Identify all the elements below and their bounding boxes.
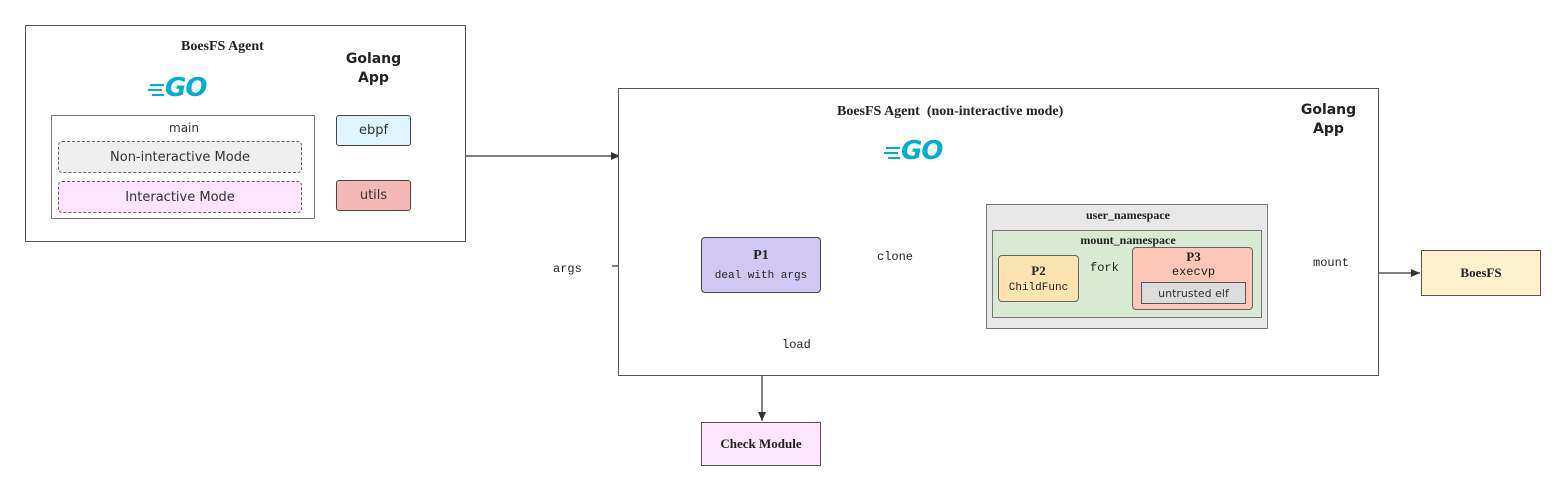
- p1-title: P1: [753, 248, 769, 263]
- left-golang-line2: App: [358, 70, 389, 86]
- p3-box[interactable]: P3 execvp untrusted elf: [1132, 247, 1253, 310]
- boesfs-box[interactable]: BoesFS: [1421, 250, 1541, 296]
- right-golang-line1: Golang: [1300, 102, 1357, 118]
- p3-title: P3: [1186, 249, 1201, 264]
- p2-title: P2: [1031, 263, 1046, 278]
- go-logo-icon: GO: [148, 73, 218, 103]
- edge-label-fork: fork: [1090, 261, 1119, 275]
- right-golang-label: Golang App: [1291, 101, 1366, 139]
- p1-subtitle: deal with args: [714, 270, 808, 282]
- check-module-box[interactable]: Check Module: [701, 422, 821, 466]
- ebpf-box[interactable]: ebpf: [336, 115, 411, 146]
- non-interactive-mode-box[interactable]: Non-interactive Mode: [58, 141, 302, 173]
- right-agent-title: BoesFS Agent (non-interactive mode): [837, 104, 1064, 119]
- p1-box[interactable]: P1 deal with args: [701, 237, 821, 293]
- main-label: main: [169, 121, 199, 135]
- edge-label-load: load: [782, 338, 811, 352]
- p3-subtitle: execvp: [1171, 265, 1216, 279]
- main-box: main Non-interactive Mode Interactive Mo…: [51, 115, 315, 219]
- left-golang-line1: Golang: [345, 51, 402, 67]
- mount-namespace-label: mount_namespace: [1080, 233, 1176, 247]
- go-logo-text: GO: [901, 136, 943, 166]
- edge-label-args: args: [553, 262, 582, 276]
- right-golang-line2: App: [1313, 121, 1344, 137]
- p2-subtitle: ChildFunc: [1008, 282, 1069, 294]
- go-logo-icon: GO: [884, 136, 954, 166]
- go-logo-text: GO: [165, 73, 207, 103]
- interactive-mode-box[interactable]: Interactive Mode: [58, 181, 302, 213]
- untrusted-elf-box[interactable]: untrusted elf: [1141, 282, 1246, 304]
- utils-box[interactable]: utils: [336, 180, 411, 211]
- p2-box[interactable]: P2 ChildFunc: [998, 255, 1079, 302]
- left-agent-title: BoesFS Agent: [181, 39, 264, 54]
- left-golang-label: Golang App: [336, 50, 411, 88]
- edge-label-clone: clone: [877, 250, 914, 264]
- edge-label-mount: mount: [1313, 256, 1350, 270]
- user-namespace-label: user_namespace: [1086, 208, 1170, 222]
- left-agent-panel: BoesFS Agent Golang App GO main Non-inte…: [25, 25, 466, 242]
